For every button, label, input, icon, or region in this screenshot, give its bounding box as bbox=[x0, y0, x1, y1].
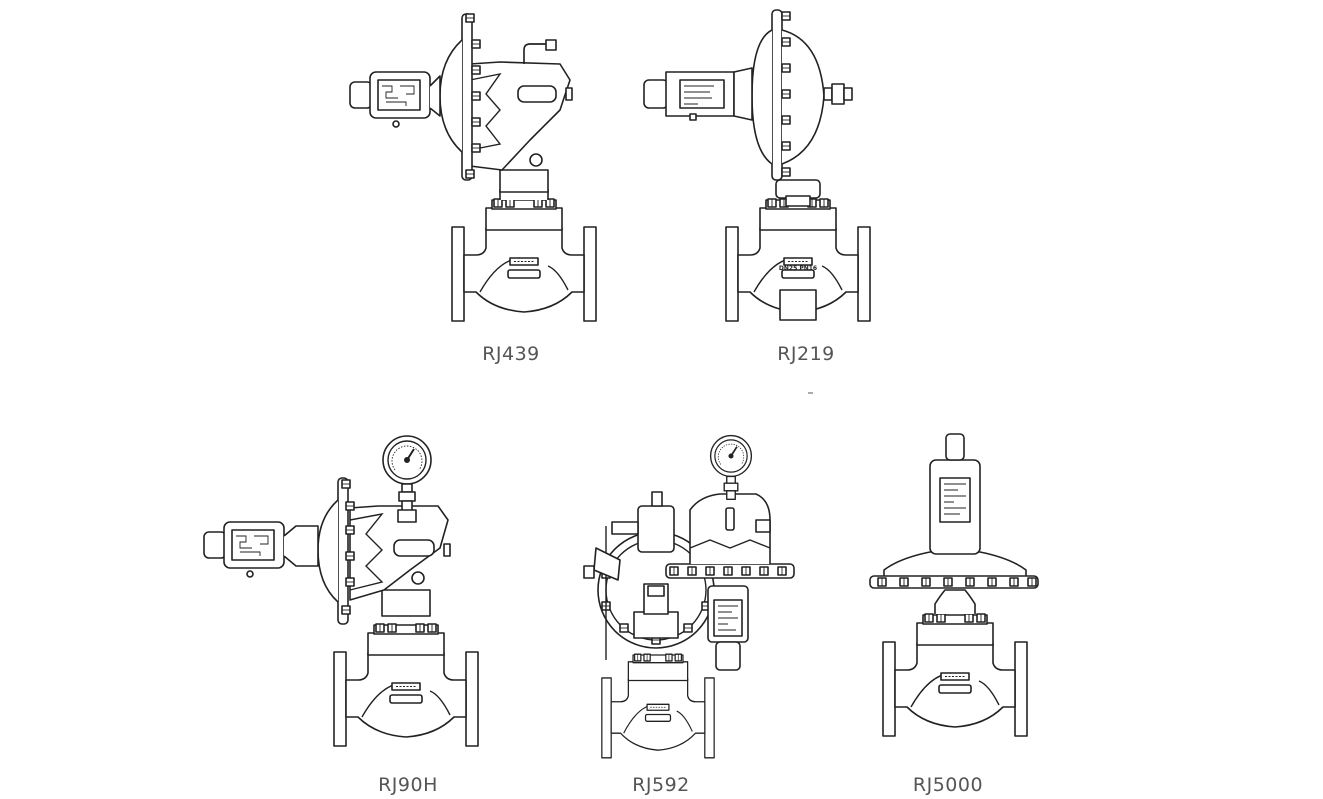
valve-rj90h bbox=[203, 435, 478, 746]
body-marking: DN25 PN16 bbox=[779, 265, 817, 272]
label-rj219: RJ219 bbox=[777, 343, 835, 365]
label-rj90h: RJ90H bbox=[378, 774, 438, 796]
label-rj592: RJ592 bbox=[632, 774, 690, 796]
label-rj439: RJ439 bbox=[482, 343, 540, 365]
valve-rj439 bbox=[349, 13, 596, 321]
valve-rj219: DN25 PN16 bbox=[643, 9, 870, 321]
label-rj5000: RJ5000 bbox=[913, 774, 983, 796]
valve-rj5000 bbox=[869, 433, 1039, 736]
valve-rj592 bbox=[583, 434, 795, 758]
